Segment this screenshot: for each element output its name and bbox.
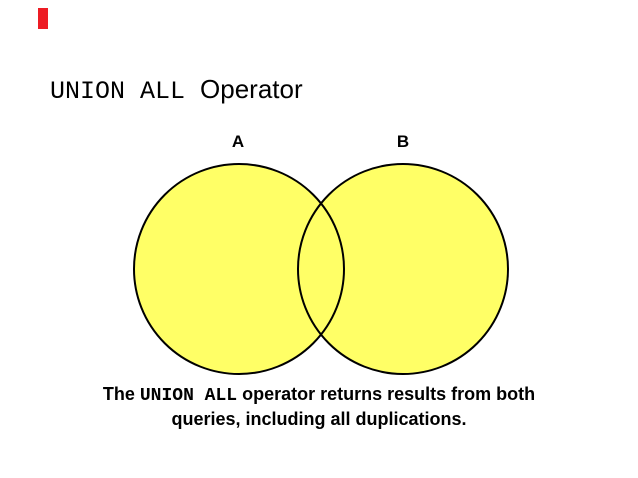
caption: The UNION ALL operator returns results f… [83, 383, 555, 431]
circle-a-outline [133, 163, 345, 375]
caption-suffix: operator returns results from both queri… [171, 384, 536, 429]
set-label-b: B [396, 132, 410, 151]
caption-code-text: UNION ALL [139, 386, 238, 406]
circle-a-fill [134, 164, 344, 374]
red-marker [38, 8, 48, 29]
slide-title: UNION ALL Operator [50, 76, 303, 105]
title-code-text: UNION ALL [50, 77, 201, 107]
circle-b-fill [298, 164, 508, 374]
title-plain-text: Operator [200, 74, 303, 105]
circle-b-outline [297, 163, 509, 375]
caption-prefix: The [102, 384, 140, 404]
set-label-a: A [231, 132, 245, 151]
